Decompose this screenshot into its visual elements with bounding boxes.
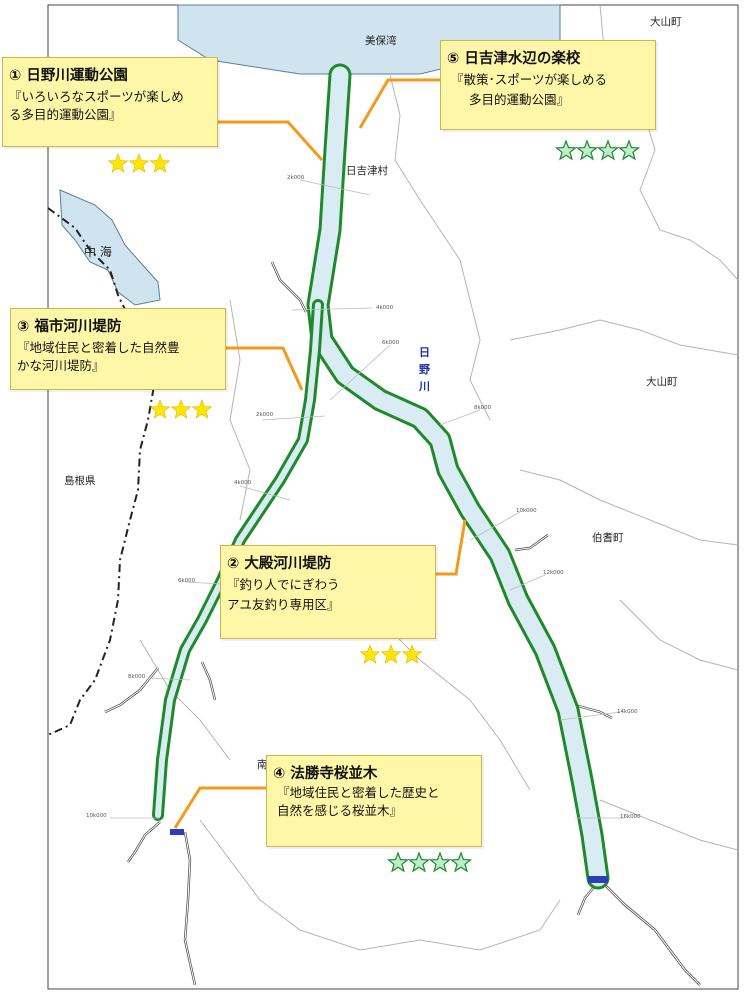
label-river-2: 野 (419, 363, 430, 376)
label-river-3: 川 (419, 380, 430, 393)
label-nan: 南 (257, 759, 268, 771)
callout-hinogawa-park: ① 日野川運動公園 『いろいろなスポーツが楽しめ る多目的運動公園』 (2, 57, 218, 147)
river-end-marker (170, 829, 184, 835)
label-river-1: 日 (419, 346, 430, 359)
callout-desc: 『地域住民と密着した歴史と (277, 785, 440, 800)
boundary-line (389, 74, 491, 421)
label-hiezu-village: 日吉津村 (346, 165, 388, 177)
km-label: 4k000 (376, 305, 394, 311)
callout-desc: 『釣り人でにぎわう (227, 577, 340, 592)
star-icon (191, 399, 213, 419)
star-icon (128, 153, 150, 173)
star-icon (401, 644, 423, 664)
boundary-line (199, 819, 561, 951)
tributary-stream (201, 661, 216, 701)
tributary-stream (127, 821, 161, 863)
boundary-line (509, 319, 739, 356)
callout-title: ⑤ 日吉津水辺の楽校 (447, 51, 581, 67)
km-label: 16k000 (620, 814, 641, 820)
tributary-stream (574, 704, 613, 719)
callout-desc: 多目的運動公園』 (469, 92, 570, 107)
star-icon (575, 139, 599, 161)
boundary-line (599, 799, 739, 851)
callout-title: ④ 法勝寺桜並木 (273, 766, 378, 782)
callout-desc: 『散策･スポーツが楽しめる (451, 72, 608, 87)
tributary-stream (271, 261, 307, 313)
star-icon (170, 399, 192, 419)
star-icon (449, 851, 473, 873)
star-icon (428, 851, 452, 873)
callout-desc: 『地域住民と密着した自然豊 (17, 340, 180, 355)
leader-lines (173, 78, 467, 829)
km-label: 8k000 (474, 405, 492, 411)
km-label: 6k000 (382, 340, 400, 346)
tributary-stream (603, 883, 701, 986)
tributary-stream (514, 534, 549, 551)
km-label: 10k000 (516, 508, 537, 514)
tributary-stream (104, 667, 159, 713)
boundary-line (229, 299, 251, 521)
star-icon (107, 153, 129, 173)
star-icon (359, 644, 381, 664)
callout-fukuichi-embankment: ③ 福市河川堤防 『地域住民と密着した自然豊 かな河川堤防』 (10, 308, 226, 390)
star-icon (596, 139, 620, 161)
callout-desc: 自然を感じる桜並木』 (277, 803, 403, 818)
label-daisen: 大山町 (646, 376, 678, 388)
callout-odono-embankment: ② 大殿河川堤防 『釣り人でにぎわう アユ友釣り専用区』 (220, 545, 436, 639)
star-icon (554, 139, 578, 161)
main-river-water (309, 66, 607, 887)
lake-nakaumi (59, 189, 161, 306)
label-lake-nakaumi: 中 海 (84, 245, 112, 259)
label-houki: 伯耆町 (592, 532, 624, 544)
km-label: 8k000 (128, 674, 146, 680)
star-icon (149, 399, 171, 419)
callout-hosshoji-sakura: ④ 法勝寺桜並木 『地域住民と密着した歴史と 自然を感じる桜並木』 (266, 755, 482, 847)
boundary-line (519, 469, 739, 546)
boundary-line (619, 599, 739, 671)
star-icon (617, 139, 641, 161)
star-icon (149, 153, 171, 173)
km-label: 10k000 (86, 813, 107, 819)
label-daisen-top: 大山町 (650, 16, 682, 28)
star-icon (407, 851, 431, 873)
label-shimane: 島根県 (64, 475, 96, 487)
boundary-line (139, 639, 231, 761)
river-end-marker (588, 876, 608, 883)
callout-title: ② 大殿河川堤防 (227, 556, 332, 572)
km-label: 12k000 (543, 570, 564, 576)
km-label: 2k000 (287, 175, 305, 181)
km-label: 6k000 (178, 578, 196, 584)
callout-desc: る多目的運動公園』 (9, 107, 122, 122)
star-icon (380, 644, 402, 664)
callout-desc: 『いろいろなスポーツが楽しめ (9, 89, 184, 104)
km-ticks (110, 179, 625, 819)
branch-river-water (155, 302, 321, 818)
km-label: 2k000 (256, 412, 274, 418)
star-icon (386, 851, 410, 873)
label-bay: 美保湾 (365, 35, 397, 47)
tributary-stream (184, 831, 196, 986)
callout-hiezu-mizube: ⑤ 日吉津水辺の楽校 『散策･スポーツが楽しめる 多目的運動公園』 (440, 40, 656, 130)
callout-title: ③ 福市河川堤防 (17, 319, 122, 335)
callout-desc: アユ友釣り専用区』 (227, 597, 340, 612)
callout-title: ① 日野川運動公園 (9, 68, 128, 84)
callout-desc: かな河川堤防』 (17, 358, 105, 373)
km-label: 4k000 (234, 480, 252, 486)
km-label: 14k000 (617, 709, 638, 715)
rating-stars (107, 139, 641, 873)
